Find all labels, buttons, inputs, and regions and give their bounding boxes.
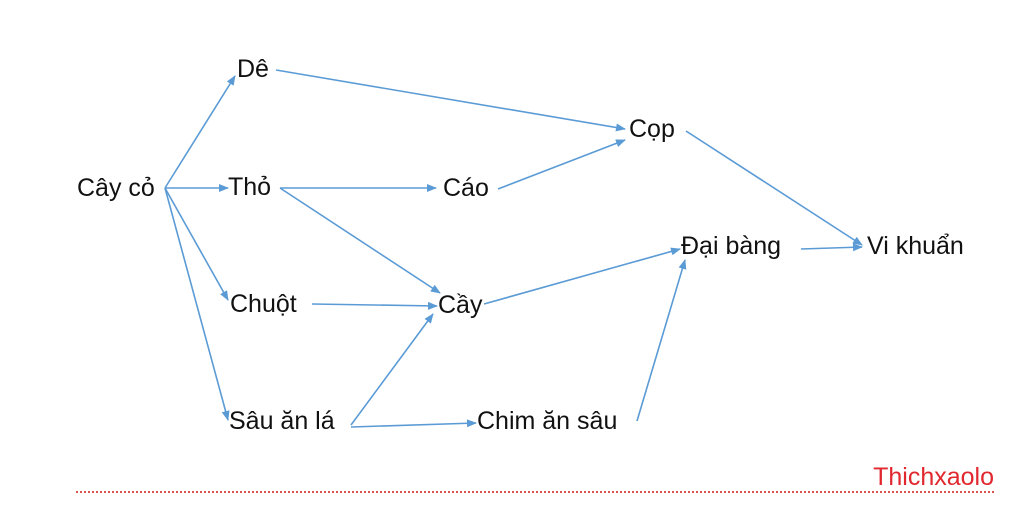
edge-cao-to-cop xyxy=(497,139,626,190)
dotted-divider xyxy=(76,491,994,493)
node-de: Dê xyxy=(237,55,269,83)
watermark-text: Thichxaolo xyxy=(873,463,994,491)
node-cay: Cầy xyxy=(438,291,483,319)
edge-cay-co-to-chuot xyxy=(164,187,229,301)
node-chim-an-sau: Chim ăn sâu xyxy=(477,407,618,435)
node-vi-khuan: Vi khuẩn xyxy=(867,232,964,260)
edge-tho-to-cay xyxy=(279,187,441,294)
node-cay-co: Cây cỏ xyxy=(77,174,155,202)
edge-chim-to-dai-bang xyxy=(636,259,687,422)
edge-sau-to-chim xyxy=(350,419,477,428)
edge-de-to-cop xyxy=(275,69,626,132)
edge-cop-to-vi-khuan xyxy=(685,130,863,246)
edge-cay-to-dai-bang xyxy=(483,247,681,305)
edge-cay-co-to-sau xyxy=(164,187,230,421)
edge-sau-to-cay xyxy=(350,313,434,426)
node-tho: Thỏ xyxy=(228,173,272,201)
node-dai-bang: Đại bàng xyxy=(681,232,782,260)
node-cao: Cáo xyxy=(443,174,489,202)
node-cop: Cọp xyxy=(629,115,675,143)
edge-chuot-to-cay xyxy=(311,301,438,310)
node-sau-an-la: Sâu ăn lá xyxy=(229,407,335,435)
node-chuot: Chuột xyxy=(230,290,297,318)
edge-dai-bang-to-vi-khuan xyxy=(800,243,863,252)
edge-cay-co-to-de xyxy=(164,75,236,189)
